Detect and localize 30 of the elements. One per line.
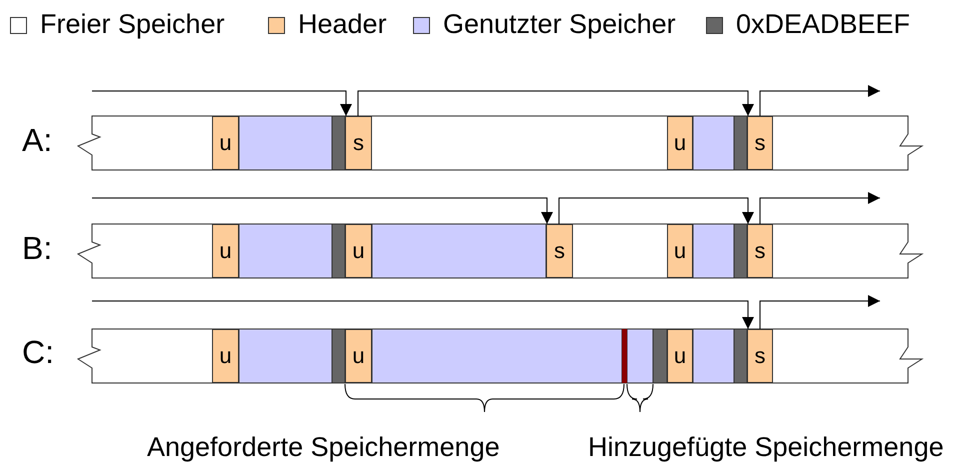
arrow <box>760 85 880 116</box>
arrow <box>92 300 754 330</box>
arrow <box>92 90 352 116</box>
legend-text: Freier Speicher <box>40 9 225 40</box>
header-block: s <box>747 116 773 170</box>
arrow <box>760 192 880 224</box>
header-block: u <box>667 329 693 383</box>
arrow <box>358 90 754 116</box>
header-block: s <box>546 224 573 278</box>
row-label: A: <box>22 122 52 159</box>
header-block: u <box>345 329 372 383</box>
legend-text: 0xDEADBEEF <box>736 9 910 40</box>
header-block: u <box>212 224 239 278</box>
arrow <box>92 198 553 224</box>
arrow <box>760 295 880 330</box>
header-block: s <box>747 224 773 278</box>
header-block: u <box>667 116 693 170</box>
arrow <box>558 198 754 224</box>
header-block: s <box>345 116 372 170</box>
header-block: u <box>212 116 239 170</box>
legend-text: Genutzter Speicher <box>443 9 676 40</box>
header-block: s <box>747 329 773 383</box>
row-label: B: <box>22 230 52 267</box>
annotation-text: Hinzugefügte Speichermenge <box>588 432 944 463</box>
legend-text: Header <box>298 9 387 40</box>
annotation-text: Angeforderte Speichermenge <box>147 432 500 463</box>
header-block: u <box>212 329 239 383</box>
header-block: u <box>345 224 372 278</box>
row-label: C: <box>22 334 54 371</box>
header-block: u <box>667 224 693 278</box>
